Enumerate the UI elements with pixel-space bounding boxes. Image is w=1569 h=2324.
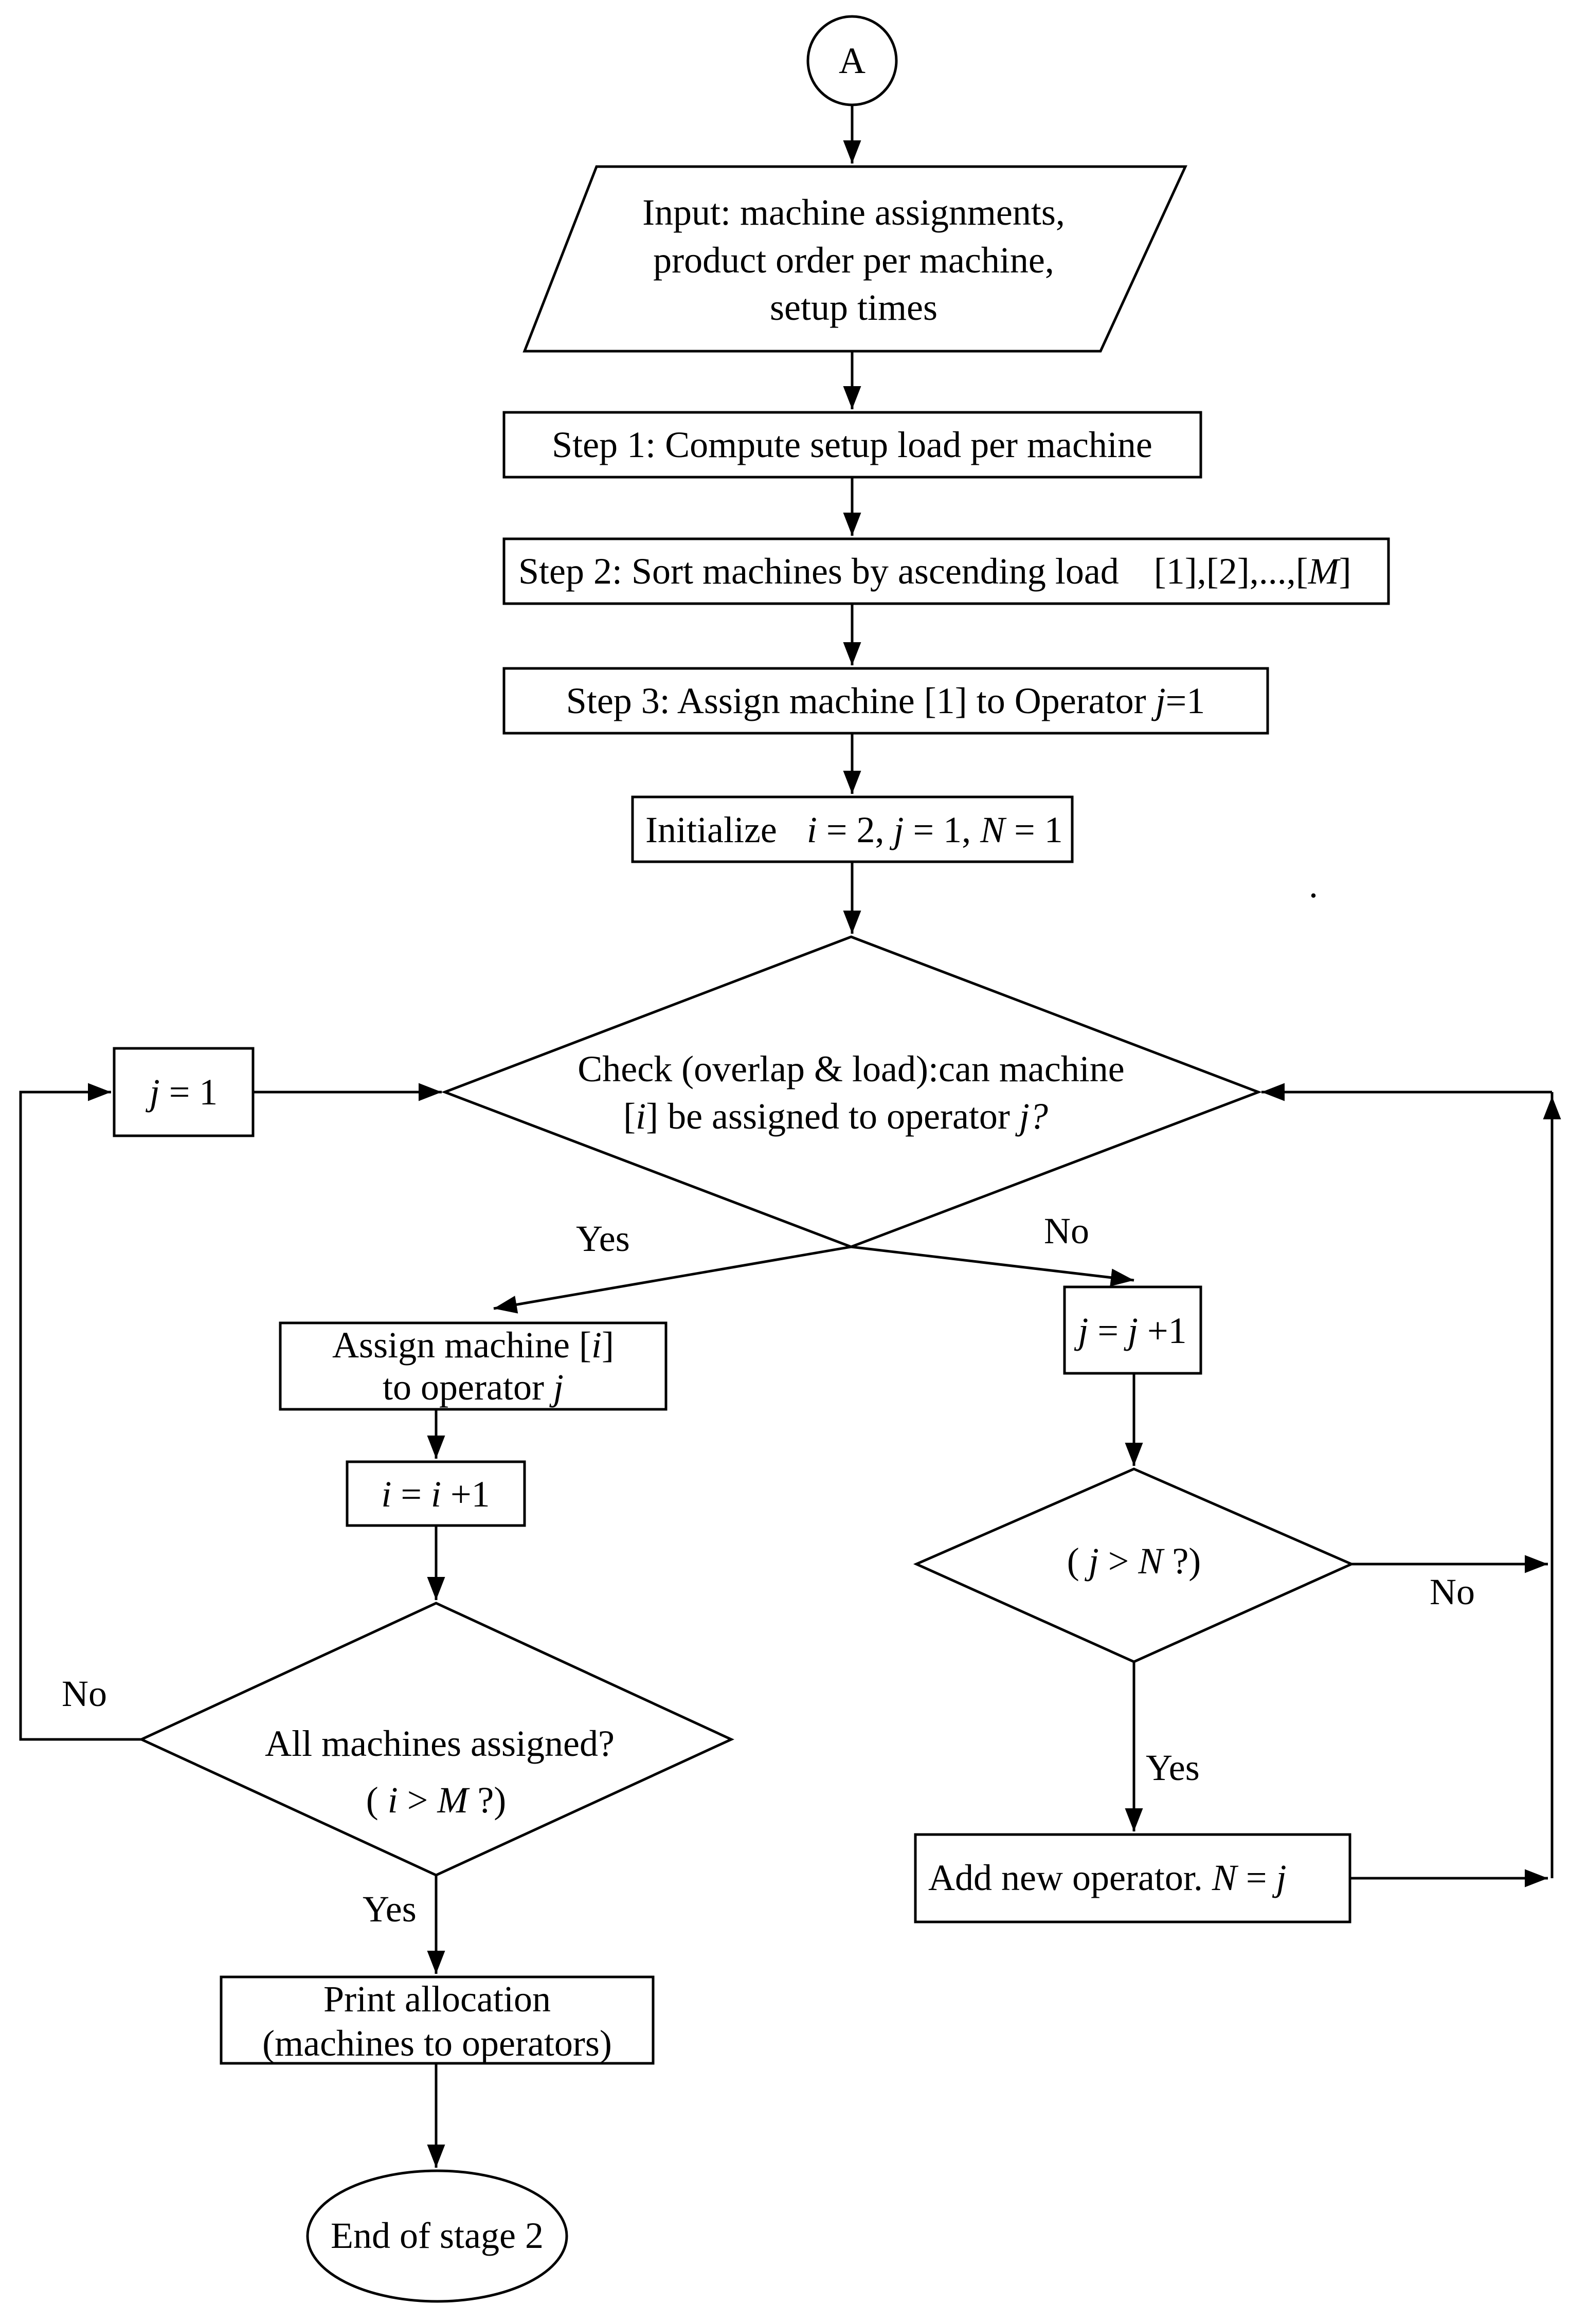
- print-allocation-box: [220, 1975, 655, 2065]
- label-all-assigned-no: No: [62, 1673, 107, 1714]
- input-parallelogram: [522, 165, 1187, 353]
- increment-i-a: i: [381, 1474, 391, 1515]
- step-1-box: [502, 411, 1202, 479]
- all-assigned-m: M: [437, 1780, 470, 1821]
- input-line-2: product order per machine,: [653, 240, 1054, 281]
- stray-dot: .: [1309, 864, 1318, 905]
- assign-line-2: to operator j: [383, 1367, 564, 1408]
- label-check-j-no: No: [1430, 1571, 1475, 1612]
- increment-j-rest: +1: [1138, 1310, 1187, 1351]
- print-line-1: Print allocation: [323, 1978, 551, 2020]
- initialize-label: Initialize: [645, 809, 777, 850]
- initialize-n-val: = 1: [1005, 809, 1063, 850]
- check-j-op: >: [1099, 1540, 1139, 1582]
- assign-line-1-suffix: ]: [602, 1324, 614, 1366]
- check-assignment-diamond: [441, 935, 1263, 1248]
- increment-j-text: j = j +1: [1074, 1310, 1186, 1351]
- all-assigned-line-1: All machines assigned?: [265, 1723, 615, 1764]
- assign-line-1-prefix: Assign machine [: [332, 1324, 591, 1366]
- initialize-box: [631, 795, 1074, 863]
- initialize-n: N: [980, 809, 1007, 850]
- assign-line-2-prefix: to operator: [383, 1367, 553, 1408]
- initialize-i: i: [807, 809, 817, 850]
- step-2-text: Step 2: Sort machines by ascending load …: [518, 551, 1351, 592]
- increment-i-rest: +1: [441, 1474, 490, 1515]
- check-j-n: N: [1138, 1540, 1165, 1582]
- print-line-2: (machines to operators): [262, 2023, 612, 2064]
- arrow-check-no-to-incr-j: [851, 1245, 1134, 1287]
- end-stage-ellipse: [306, 2169, 568, 2303]
- assign-machine-box: [279, 1321, 668, 1411]
- check-line-2-suffix: ] be assigned to operator: [646, 1096, 1019, 1137]
- label-check-j-yes: Yes: [1146, 1747, 1200, 1788]
- increment-i-b: i: [431, 1474, 441, 1515]
- add-operator-eq: =: [1237, 1857, 1276, 1898]
- add-operator-prefix: Add new operator.: [928, 1857, 1212, 1898]
- label-check-yes: Yes: [576, 1218, 630, 1259]
- initialize-i-val: = 2,: [817, 809, 894, 850]
- add-operator-box: [914, 1833, 1351, 1923]
- all-assigned-i: i: [388, 1780, 398, 1821]
- all-assigned-open: (: [366, 1780, 388, 1821]
- all-assigned-op: >: [398, 1780, 438, 1821]
- check-j-q: ?): [1163, 1540, 1201, 1582]
- check-j-open: (: [1067, 1540, 1089, 1582]
- check-line-2-j: j?: [1015, 1096, 1048, 1137]
- check-line-2-i: i: [636, 1096, 646, 1137]
- initialize-j-val: = 1,: [904, 809, 981, 850]
- end-stage-label: End of stage 2: [331, 2215, 544, 2256]
- add-operator-text: Add new operator. N = j: [928, 1857, 1287, 1898]
- input-line-1: Input: machine assignments,: [642, 192, 1065, 233]
- reset-j-rest: = 1: [160, 1072, 218, 1113]
- label-all-assigned-yes: Yes: [363, 1889, 417, 1930]
- initialize-text: Initialize i = 2, j = 1, N = 1: [645, 809, 1063, 850]
- reset-j-text: j = 1: [146, 1072, 218, 1113]
- label-check-no: No: [1044, 1210, 1089, 1251]
- step-2-order-prefix: [1],[2],...,[: [1154, 551, 1308, 592]
- all-assigned-q: ?): [468, 1780, 506, 1821]
- step-3-box: [502, 667, 1269, 735]
- check-j-gt-n-text: ( j > N ?): [1067, 1540, 1201, 1582]
- step-2-box: [502, 537, 1390, 605]
- step-3-text: Step 3: Assign machine [1] to Operator j…: [566, 680, 1205, 721]
- step-2-order-m: M: [1308, 551, 1341, 592]
- increment-j-eq: =: [1088, 1310, 1128, 1351]
- assign-line-1: Assign machine [i]: [332, 1324, 614, 1366]
- connector-a-label: A: [839, 40, 865, 81]
- increment-i-box: [346, 1460, 526, 1527]
- arrow-check-yes-to-assign: [493, 1245, 852, 1314]
- add-operator-n: N: [1212, 1857, 1239, 1898]
- step-2-order-suffix: ]: [1339, 551, 1351, 592]
- arrow-all-assigned-no-loop: [19, 1083, 141, 1741]
- step-1-label: Step 1: Compute setup load per machine: [552, 424, 1152, 465]
- check-line-2: [i] be assigned to operator j?: [623, 1096, 1048, 1137]
- input-line-3: setup times: [770, 287, 937, 328]
- check-line-1: Check (overlap & load):can machine: [578, 1048, 1125, 1090]
- assign-line-1-i: i: [591, 1324, 602, 1366]
- step-2-label: Step 2: Sort machines by ascending load: [518, 551, 1119, 592]
- increment-j-box: [1063, 1285, 1202, 1375]
- increment-i-text: i = i +1: [381, 1474, 490, 1515]
- step-3-suffix: =1: [1166, 680, 1205, 721]
- all-assigned-line-2: ( i > M ?): [366, 1780, 507, 1821]
- step-3-prefix: Step 3: Assign machine [1] to Operator: [566, 680, 1156, 721]
- check-line-2-prefix: [: [623, 1096, 636, 1137]
- increment-i-eq: =: [391, 1474, 431, 1515]
